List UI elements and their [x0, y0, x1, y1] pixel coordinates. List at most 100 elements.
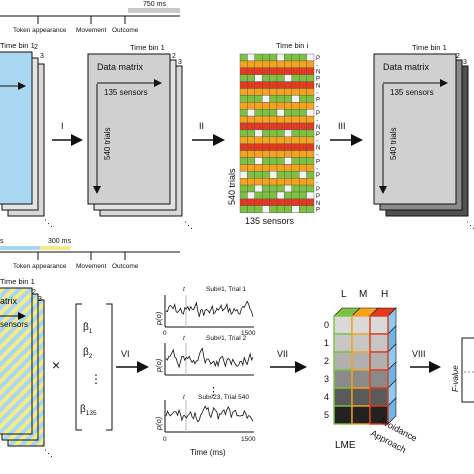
grid-cell — [254, 157, 263, 165]
grid-cell — [276, 60, 285, 69]
grid-cell — [284, 164, 292, 172]
grid-cell — [276, 53, 285, 62]
dm1-trials: 540 trials — [103, 128, 112, 160]
grid-cell — [306, 129, 315, 137]
grid-cell — [254, 122, 263, 131]
grid-cell — [306, 177, 315, 186]
grid-cell — [284, 102, 292, 110]
grid-cell — [299, 108, 307, 117]
grid-cell — [269, 53, 278, 62]
grid-cell — [269, 136, 278, 144]
grid-cell — [299, 88, 307, 96]
stack-datamatrix-2: Time bin 1 2 3 Data matrix 135 sensors 5… — [373, 43, 474, 230]
cube-cells — [333, 307, 397, 425]
grid-cell — [276, 136, 285, 144]
grid-cell — [276, 67, 285, 75]
grid-cell — [247, 115, 255, 124]
grid-cell — [262, 177, 270, 186]
grid-cell — [247, 60, 255, 69]
grid-cell — [269, 164, 278, 172]
stack-dm2-dots: ⋱ — [466, 220, 474, 230]
grid-cell — [306, 150, 315, 158]
cube-front-cell — [351, 351, 371, 371]
timeline-top-event-outcome: Outcome — [112, 27, 139, 34]
grid-cell — [299, 171, 307, 179]
grid-cell — [306, 95, 315, 103]
grid-cell — [291, 171, 300, 179]
grid-cell — [284, 184, 292, 193]
stack-bottom-left: Time bin 1 2 3 atrix sensors ⋱ — [0, 277, 53, 458]
step-arrow-I: I — [52, 121, 83, 146]
grid-row-code: P — [316, 97, 320, 103]
stack-top-left: 2 3 Time bin 1 ⋱ — [0, 41, 53, 228]
grid-cell — [284, 122, 292, 131]
stack-bottom-left-matrix-fragment: atrix — [0, 296, 18, 306]
grid-cell — [247, 102, 255, 110]
grid-cell — [291, 88, 300, 96]
grid-cell — [291, 198, 300, 206]
grid-cell — [254, 191, 263, 200]
grid-cell — [239, 136, 248, 144]
grid-cell — [269, 191, 278, 200]
grid-cell — [291, 108, 300, 117]
grid-cell — [262, 60, 270, 69]
stack-bottom-left-title: Time bin 1 — [0, 277, 35, 286]
grid-row-code: P — [316, 56, 320, 62]
grid-cell — [262, 53, 270, 62]
grid-cell — [239, 95, 248, 103]
grid-cell — [276, 171, 285, 179]
grid-cell — [262, 150, 270, 158]
trace-panel-2: p(o) t Sub#1, Trial 2 ⋮ — [154, 335, 254, 398]
grid-cell — [262, 191, 270, 200]
grid-cell — [299, 74, 307, 82]
grid-cell — [262, 108, 270, 117]
cube-front-cell — [333, 315, 353, 335]
grid-cell — [284, 205, 292, 213]
grid-cell — [254, 184, 263, 193]
grid-cell — [239, 150, 248, 158]
stack-top-left-dots: ⋱ — [44, 218, 53, 228]
grid-cell — [291, 164, 300, 172]
grid-cell — [306, 60, 315, 69]
grid-cell — [254, 60, 263, 69]
grid-row-code: - — [316, 180, 318, 186]
stack-datamatrix-1: Time bin 1 2 3 Data matrix 135 sensors 5… — [87, 43, 193, 230]
cube-front-cell — [351, 315, 371, 335]
grid-cell — [247, 164, 255, 172]
grid-cell — [299, 205, 307, 213]
step-label-VIII: VIII — [412, 349, 426, 359]
trace-2-label: Sub#1, Trial 2 — [206, 335, 246, 342]
grid-cell — [306, 136, 315, 144]
grid-cell — [276, 81, 285, 89]
grid-cell — [269, 143, 278, 151]
cube-row-label: 0 — [324, 320, 329, 330]
grid-cell — [284, 53, 292, 62]
grid-cell — [299, 95, 307, 103]
grid-cell — [299, 177, 307, 186]
grid-cell — [247, 171, 255, 179]
grid-row-code: P — [316, 173, 320, 179]
grid-cell — [284, 95, 292, 103]
grid-cell — [306, 74, 315, 82]
cube-front-cell — [351, 369, 371, 389]
beta-135: β135 — [80, 404, 97, 417]
grid-cell — [299, 191, 307, 200]
cube-front-cell — [369, 333, 389, 353]
grid-cell — [284, 198, 292, 206]
step-label-II: II — [199, 121, 204, 131]
grid-cell — [306, 171, 315, 179]
grid-cell — [239, 60, 248, 69]
grid-row-code: N — [316, 70, 320, 76]
grid-cell — [254, 88, 263, 96]
grid-cell — [276, 191, 285, 200]
grid-cell — [299, 53, 307, 62]
grid-cell — [299, 129, 307, 137]
grid-cell — [276, 122, 285, 131]
grid-row-code: P — [316, 194, 320, 200]
grid-cell — [291, 177, 300, 186]
grid-cell — [269, 177, 278, 186]
cube-front-cell — [369, 387, 389, 407]
grid-cell — [269, 95, 278, 103]
grid-cell — [299, 122, 307, 131]
grid-cell — [239, 74, 248, 82]
